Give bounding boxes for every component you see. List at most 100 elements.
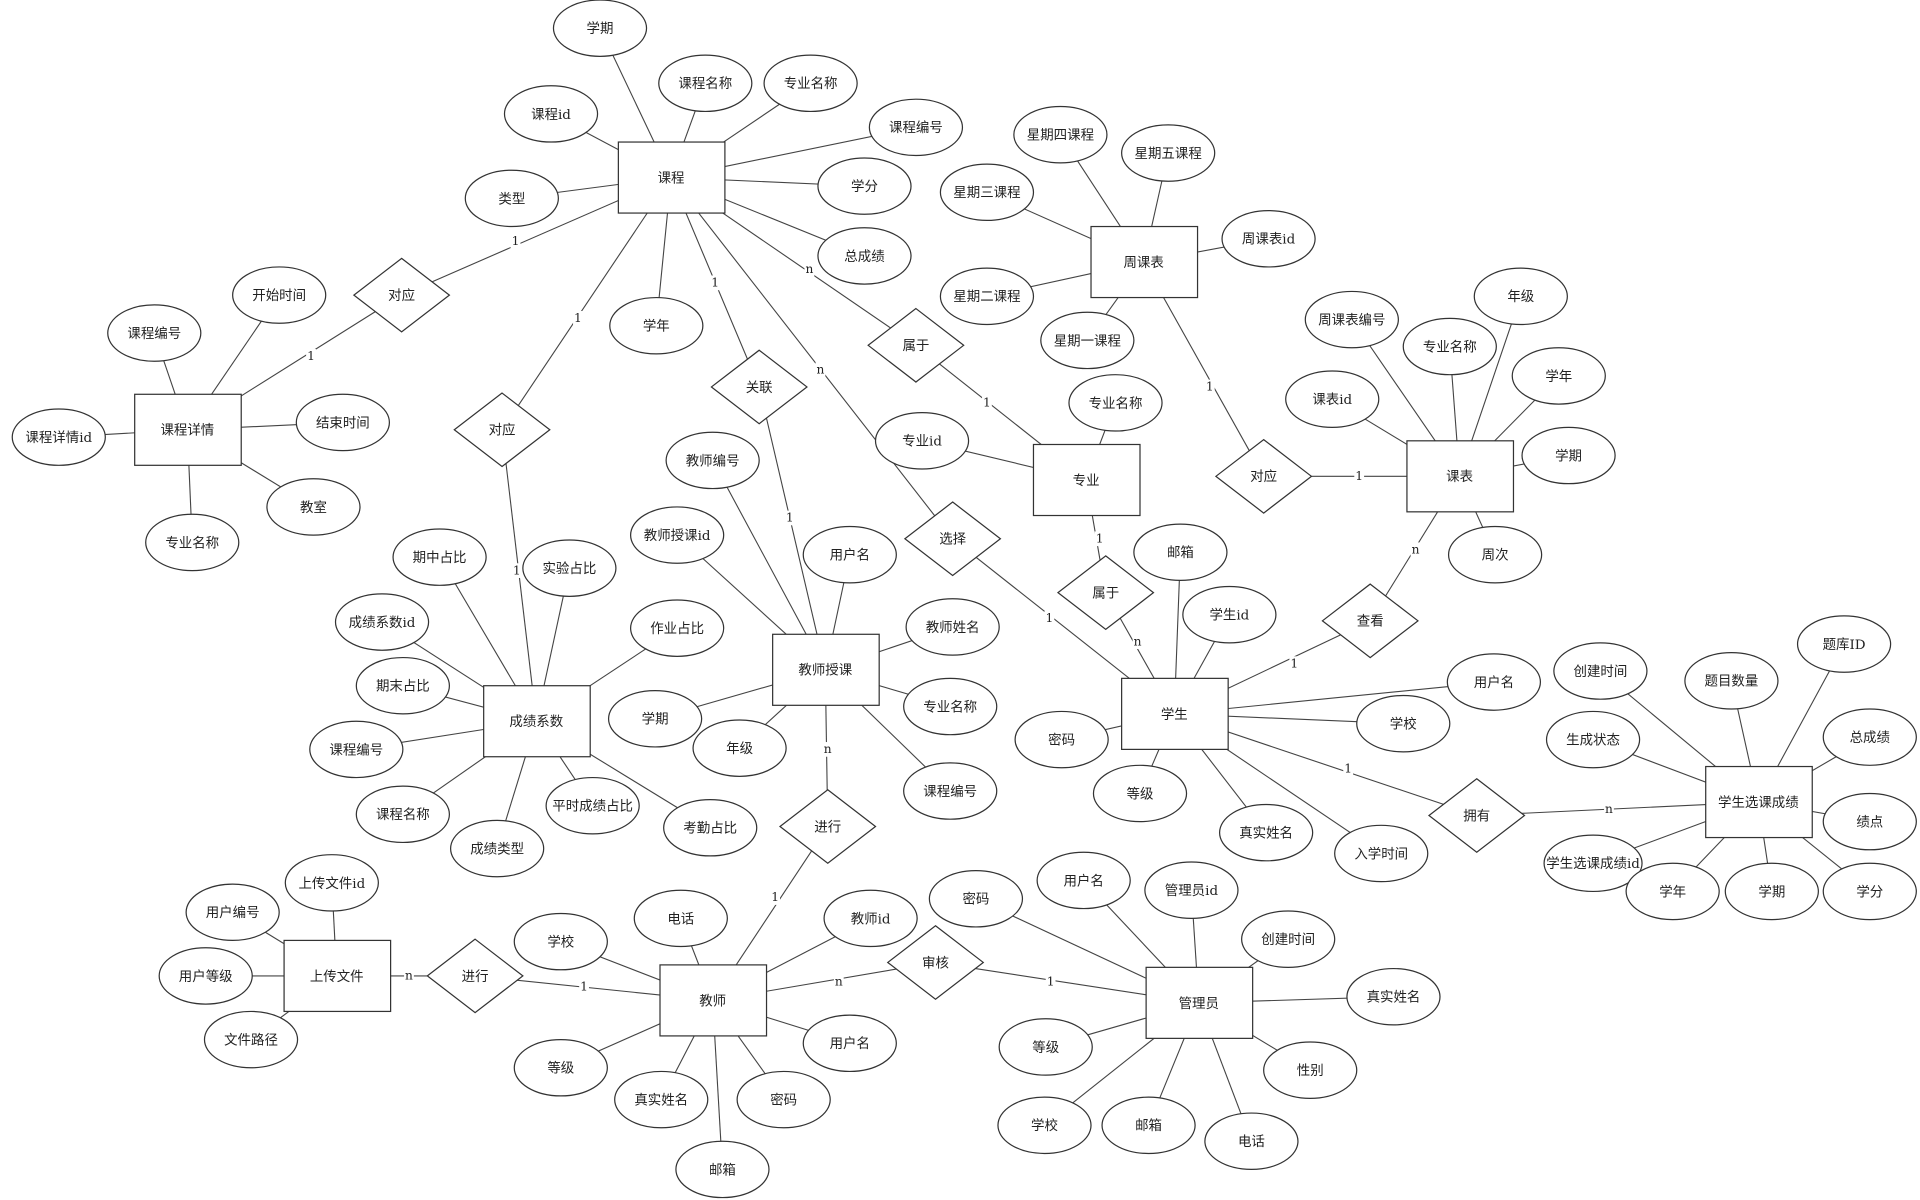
entity[interactable]: 课表 [1406, 440, 1515, 513]
attribute[interactable]: 等级 [998, 1018, 1093, 1076]
attribute[interactable]: 成绩类型 [450, 819, 545, 878]
relationship[interactable]: 进行 [426, 938, 524, 1014]
attribute[interactable]: 教师姓名 [905, 598, 1000, 656]
attribute[interactable]: 学生选课成绩id [1543, 834, 1643, 893]
relationship[interactable]: 对应 [453, 392, 551, 468]
attribute[interactable]: 学校 [997, 1096, 1092, 1155]
attribute[interactable]: 用户名 [1446, 653, 1542, 711]
attribute[interactable]: 考勤占比 [663, 798, 758, 857]
attribute[interactable]: 课程名称 [658, 54, 753, 113]
relationship[interactable]: 审核 [886, 924, 985, 1000]
attribute[interactable]: 星期三课程 [939, 163, 1035, 222]
attribute[interactable]: 类型 [464, 169, 559, 228]
attribute[interactable]: 学期 [607, 690, 703, 748]
attribute[interactable]: 用户等级 [158, 947, 253, 1005]
attribute[interactable]: 创建时间 [1241, 910, 1336, 968]
attribute[interactable]: 用户名 [1036, 851, 1131, 910]
entity[interactable]: 专业 [1032, 443, 1141, 517]
attribute[interactable]: 期末占比 [355, 656, 451, 715]
attribute[interactable]: 结束时间 [295, 393, 391, 452]
attribute[interactable]: 学校 [513, 912, 608, 971]
attribute[interactable]: 课程编号 [868, 98, 964, 157]
relationship[interactable]: 对应 [1214, 438, 1313, 514]
attribute[interactable]: 周课表编号 [1304, 290, 1399, 349]
attribute[interactable]: 课程编号 [309, 720, 404, 779]
attribute[interactable]: 作业占比 [630, 599, 725, 657]
attribute[interactable]: 课程编号 [107, 304, 202, 362]
attribute[interactable]: 学生id [1182, 585, 1277, 644]
entity[interactable]: 学生选课成绩 [1705, 765, 1813, 839]
attribute[interactable]: 用户名 [802, 525, 897, 584]
attribute[interactable]: 学年 [1511, 347, 1606, 405]
attribute[interactable]: 课程id [503, 85, 599, 143]
entity[interactable]: 教师 [659, 964, 768, 1037]
attribute[interactable]: 学校 [1356, 694, 1451, 753]
attribute[interactable]: 真实姓名 [1218, 803, 1314, 862]
attribute[interactable]: 课表id [1285, 370, 1380, 428]
attribute[interactable]: 题目数量 [1684, 652, 1779, 710]
attribute[interactable]: 专业名称 [903, 677, 998, 736]
entity[interactable]: 学生 [1121, 677, 1229, 750]
attribute[interactable]: 真实姓名 [1346, 967, 1441, 1026]
attribute[interactable]: 题库ID [1796, 615, 1892, 673]
attribute[interactable]: 期中占比 [392, 528, 487, 586]
attribute[interactable]: 学年 [609, 296, 704, 355]
attribute[interactable]: 用户名 [802, 1014, 897, 1073]
attribute[interactable]: 管理员id [1144, 861, 1239, 919]
attribute[interactable]: 上传文件id [284, 854, 379, 912]
relationship[interactable]: 进行 [778, 789, 877, 865]
attribute[interactable]: 教师授课id [630, 506, 725, 564]
relationship[interactable]: 查看 [1321, 583, 1419, 659]
attribute[interactable]: 总成绩 [817, 227, 912, 285]
attribute[interactable]: 密码 [928, 870, 1024, 928]
attribute[interactable]: 开始时间 [232, 266, 327, 324]
relationship[interactable]: 对应 [352, 257, 451, 333]
attribute[interactable]: 星期一课程 [1040, 311, 1135, 370]
attribute[interactable]: 学期 [1724, 862, 1819, 921]
entity[interactable]: 课程详情 [134, 393, 242, 466]
attribute[interactable]: 教师编号 [665, 431, 760, 490]
attribute[interactable]: 创建时间 [1553, 642, 1648, 700]
attribute[interactable]: 文件路径 [203, 1010, 299, 1069]
attribute[interactable]: 教室 [266, 478, 361, 536]
relationship[interactable]: 关联 [710, 349, 808, 425]
attribute[interactable]: 课程名称 [355, 785, 451, 844]
attribute[interactable]: 年级 [692, 719, 787, 777]
attribute[interactable]: 用户编号 [185, 883, 280, 942]
entity[interactable]: 上传文件 [283, 939, 392, 1013]
attribute[interactable]: 性别 [1263, 1041, 1358, 1099]
attribute[interactable]: 专业id [874, 412, 970, 470]
attribute[interactable]: 周课表id [1221, 210, 1316, 268]
entity[interactable]: 管理员 [1145, 966, 1254, 1039]
attribute[interactable]: 学期 [1521, 426, 1616, 485]
attribute[interactable]: 实验占比 [522, 539, 617, 597]
attribute[interactable]: 专业名称 [763, 54, 858, 113]
attribute[interactable]: 星期四课程 [1013, 105, 1108, 164]
relationship[interactable]: 拥有 [1427, 778, 1526, 854]
attribute[interactable]: 邮箱 [675, 1140, 770, 1199]
attribute[interactable]: 课程详情id [11, 408, 106, 466]
attribute[interactable]: 专业名称 [145, 513, 240, 572]
attribute[interactable]: 邮箱 [1101, 1096, 1196, 1155]
attribute[interactable]: 学分 [1822, 862, 1917, 921]
attribute[interactable]: 年级 [1473, 267, 1568, 326]
attribute[interactable]: 成绩系数id [334, 593, 430, 651]
attribute[interactable]: 等级 [1092, 764, 1188, 823]
attribute[interactable]: 学年 [1625, 862, 1720, 921]
attribute[interactable]: 教师id [823, 889, 918, 948]
entity[interactable]: 教师授课 [772, 633, 880, 706]
entity[interactable]: 周课表 [1090, 225, 1199, 299]
attribute[interactable]: 绩点 [1822, 792, 1917, 851]
relationship[interactable]: 属于 [1056, 555, 1155, 631]
attribute[interactable]: 星期五课程 [1121, 124, 1216, 182]
attribute[interactable]: 密码 [1014, 710, 1109, 769]
attribute[interactable]: 学期 [552, 0, 648, 57]
attribute[interactable]: 真实姓名 [614, 1070, 709, 1129]
attribute[interactable]: 电话 [633, 889, 728, 948]
relationship[interactable]: 属于 [867, 307, 965, 383]
attribute[interactable]: 课程编号 [903, 762, 998, 820]
entity[interactable]: 课程 [617, 141, 726, 214]
relationship[interactable]: 选择 [903, 501, 1002, 577]
attribute[interactable]: 总成绩 [1822, 708, 1917, 766]
attribute[interactable]: 密码 [736, 1070, 831, 1129]
